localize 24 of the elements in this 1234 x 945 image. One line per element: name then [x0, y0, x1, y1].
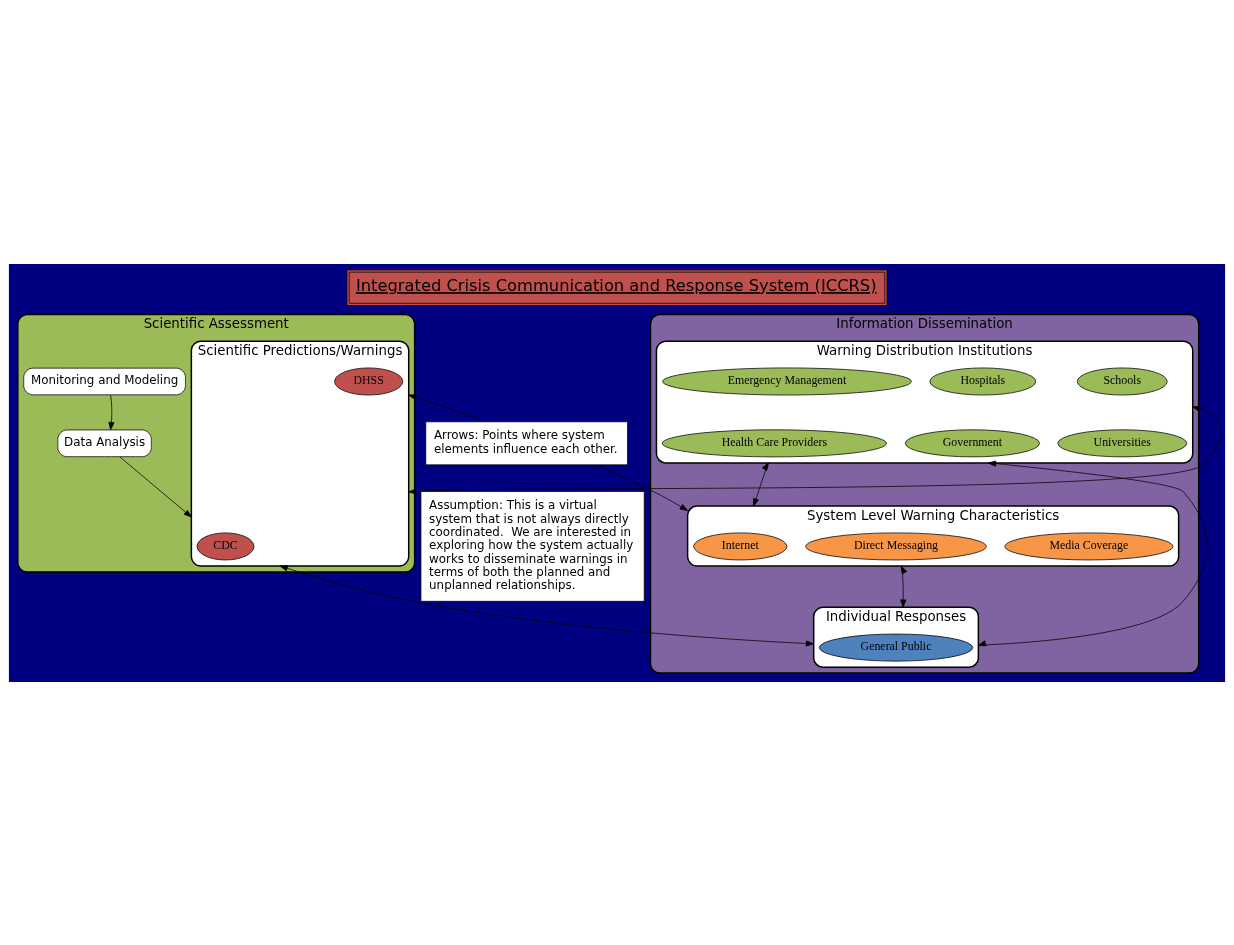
- node-ellipse: Hospitals: [929, 367, 1037, 395]
- node-ellipse: Schools: [1076, 367, 1168, 395]
- node-ellipse: Internet: [693, 532, 788, 560]
- arrow: [978, 460, 1208, 646]
- arrow: [753, 462, 769, 506]
- label: Arrows: Points where system elements influence each other.: [433, 427, 618, 456]
- label: Assumption: This is a virtual system that is not always directly coordinated. We are interested in exploring how the system actually works to disseminate warnings in terms of both the planned and unplanned relationships.: [429, 497, 634, 592]
- node-ellipse: Universities: [1057, 428, 1188, 457]
- diagram-title: Integrated Crisis Communication and Response System (ICCRS): [355, 275, 877, 295]
- node-box: Data Analysis: [57, 429, 152, 457]
- node-ellipse: Media Coverage: [1004, 532, 1174, 560]
- node-box: Monitoring and Modeling: [23, 367, 186, 395]
- node-ellipse: Health Care Providers: [661, 428, 887, 457]
- arrow: [279, 564, 815, 646]
- node-ellipse: DHSS: [334, 367, 404, 395]
- node-ellipse: Direct Messaging: [805, 532, 987, 560]
- node-ellipse: Government: [904, 428, 1040, 457]
- arrow: [900, 565, 908, 608]
- arrow: [108, 394, 115, 430]
- node-ellipse: General Public: [818, 633, 974, 661]
- arrow: [119, 455, 192, 517]
- arrow: [408, 405, 1223, 494]
- node-ellipse: Emergency Management: [662, 367, 912, 395]
- node-ellipse: CDC: [196, 532, 255, 560]
